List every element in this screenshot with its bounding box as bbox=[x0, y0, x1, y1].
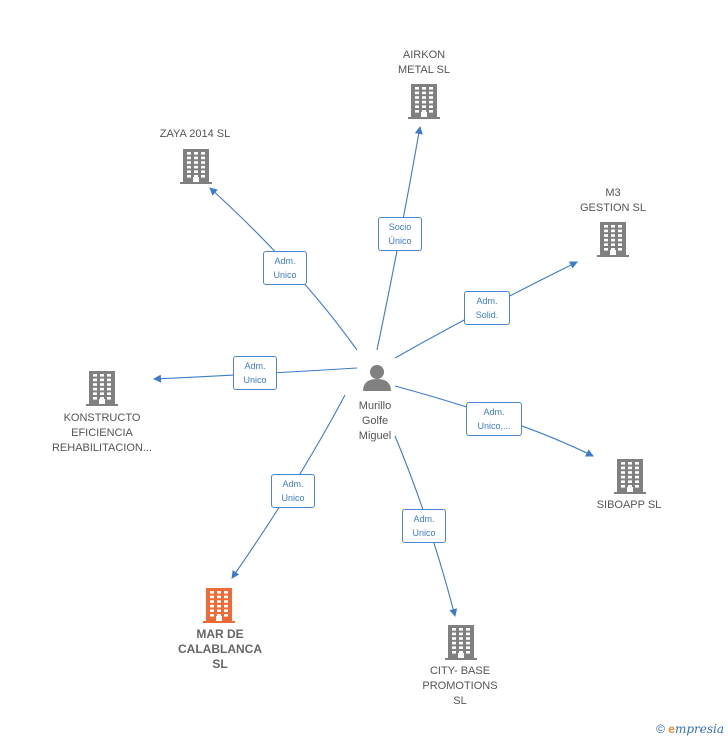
company-label-konstructo[interactable]: KONSTRUCTO EFICIENCIA REHABILITACION... bbox=[51, 412, 153, 454]
company-label-mar[interactable]: MAR DE CALABLANCA SL bbox=[178, 627, 262, 671]
company-label-citybase[interactable]: CITY- BASE PROMOTIONS SL bbox=[422, 665, 498, 707]
building-icon-airkon[interactable] bbox=[408, 84, 440, 119]
building-icon-siboapp[interactable] bbox=[614, 459, 646, 494]
edge-badge-citybase[interactable]: Adm. Unico bbox=[402, 509, 446, 543]
node-layer bbox=[86, 84, 646, 660]
edge-badge-airkon[interactable]: Socio Único bbox=[378, 217, 422, 251]
center-person-label[interactable]: Murillo Golfe Miguel bbox=[358, 400, 392, 442]
building-icon-m3[interactable] bbox=[597, 222, 629, 257]
edge-badge-m3[interactable]: Adm. Solid. bbox=[464, 291, 510, 325]
edge-badge-konstructo[interactable]: Adm. Unico bbox=[233, 356, 277, 390]
company-label-siboapp[interactable]: SIBOAPP SL bbox=[596, 499, 662, 511]
edge-badge-siboapp[interactable]: Adm. Unico,... bbox=[466, 402, 522, 436]
building-icon-zaya[interactable] bbox=[180, 149, 212, 184]
building-icon-konstructo[interactable] bbox=[86, 371, 118, 406]
company-label-zaya[interactable]: ZAYA 2014 SL bbox=[159, 128, 231, 140]
building-icon-citybase[interactable] bbox=[445, 625, 477, 660]
footer-brand: © empresia bbox=[656, 722, 724, 736]
brand-initial: e bbox=[668, 722, 675, 736]
company-label-airkon[interactable]: AIRKON METAL SL bbox=[398, 49, 450, 76]
company-label-m3[interactable]: M3 GESTION SL bbox=[579, 187, 647, 214]
brand-name: mpresia bbox=[674, 722, 724, 736]
person-icon[interactable] bbox=[363, 365, 391, 391]
edge-badge-zaya[interactable]: Adm. Unico bbox=[263, 251, 307, 285]
copyright-symbol: © bbox=[656, 722, 665, 736]
building-icon-mar[interactable] bbox=[203, 588, 235, 623]
edge-badge-mar[interactable]: Adm. Unico bbox=[271, 474, 315, 508]
